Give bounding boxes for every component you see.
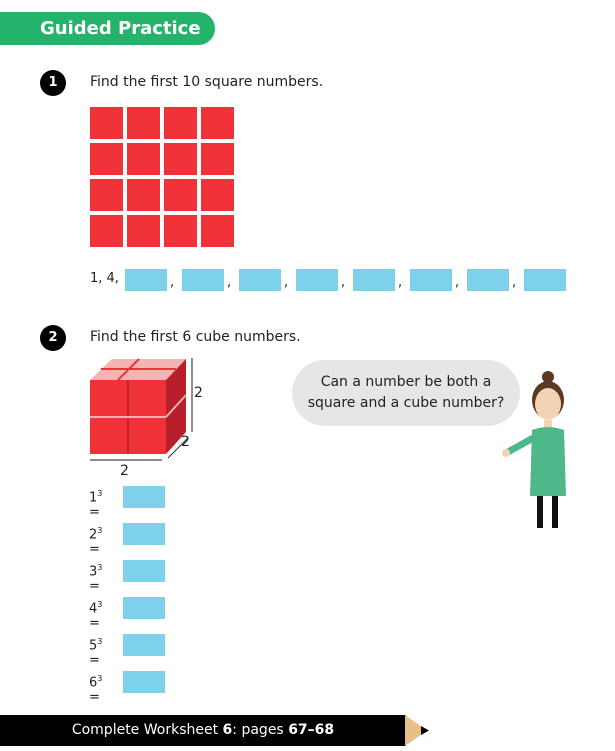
question-1-text: Find the first 10 square numbers.	[90, 74, 324, 90]
separator: ,	[398, 275, 403, 290]
bubble-line-1: Can a number be both a	[320, 374, 492, 390]
height-label: 2	[194, 385, 203, 401]
square-tile	[201, 143, 234, 175]
girl-character-illustration	[502, 371, 566, 528]
square-tile	[164, 215, 197, 247]
page-range: 67–68	[288, 722, 335, 738]
square-tile	[90, 107, 123, 139]
answer-box[interactable]	[353, 269, 395, 291]
square-tile	[127, 179, 160, 211]
width-label: 2	[120, 463, 129, 477]
section-header: Guided Practice	[0, 12, 215, 45]
separator: ,	[512, 275, 517, 290]
answer-box[interactable]	[125, 269, 167, 291]
answer-box[interactable]	[467, 269, 509, 291]
answer-box[interactable]	[410, 269, 452, 291]
square-tile	[127, 143, 160, 175]
square-tile	[127, 215, 160, 247]
answer-box[interactable]	[524, 269, 566, 291]
cube-expression: 43 =	[89, 600, 103, 632]
question-number-2: 2	[40, 325, 66, 351]
cube-expression: 23 =	[89, 526, 103, 558]
question-2-text: Find the first 6 cube numbers.	[90, 329, 301, 345]
footer-text-pages: : pages	[232, 722, 289, 738]
cube-expression: 33 =	[89, 563, 103, 595]
cube-expression: 53 =	[89, 637, 103, 669]
square-tile	[201, 179, 234, 211]
answer-box[interactable]	[123, 523, 165, 545]
answer-box[interactable]	[123, 597, 165, 619]
cube-2x2x2-diagram: 2 2 2	[90, 358, 203, 477]
square-grid-4x4	[90, 107, 235, 249]
pencil-tip-icon	[405, 715, 429, 746]
bubble-line-2: square and a cube number?	[307, 395, 505, 411]
square-tile	[127, 107, 160, 139]
answer-box[interactable]	[239, 269, 281, 291]
separator: ,	[284, 275, 289, 290]
question-number-1: 1	[40, 70, 66, 96]
square-tile	[90, 143, 123, 175]
given-numbers: 1, 4,	[90, 271, 119, 286]
answer-box[interactable]	[182, 269, 224, 291]
depth-label: 2	[181, 434, 190, 450]
answer-box[interactable]	[123, 634, 165, 656]
square-tile	[201, 107, 234, 139]
square-tile	[201, 215, 234, 247]
square-tile	[164, 143, 197, 175]
answer-box[interactable]	[123, 486, 165, 508]
square-tile	[164, 107, 197, 139]
worksheet-number: 6	[222, 722, 233, 738]
cube-expression: 13 =	[89, 489, 103, 521]
cube-expression: 63 =	[89, 674, 103, 706]
separator: ,	[455, 275, 460, 290]
worksheet-footer-banner: Complete Worksheet 6: pages 67–68	[0, 715, 406, 746]
answer-box[interactable]	[296, 269, 338, 291]
answer-box[interactable]	[123, 671, 165, 693]
speech-bubble: Can a number be both a square and a cube…	[292, 360, 520, 426]
square-tile	[90, 215, 123, 247]
separator: ,	[227, 275, 232, 290]
square-answer-row: 1, 4, ,,,,,,,	[0, 268, 615, 292]
footer-text: Complete Worksheet	[71, 722, 223, 738]
answer-box[interactable]	[123, 560, 165, 582]
square-tile	[90, 179, 123, 211]
separator: ,	[170, 275, 175, 290]
square-tile	[164, 179, 197, 211]
separator: ,	[341, 275, 346, 290]
